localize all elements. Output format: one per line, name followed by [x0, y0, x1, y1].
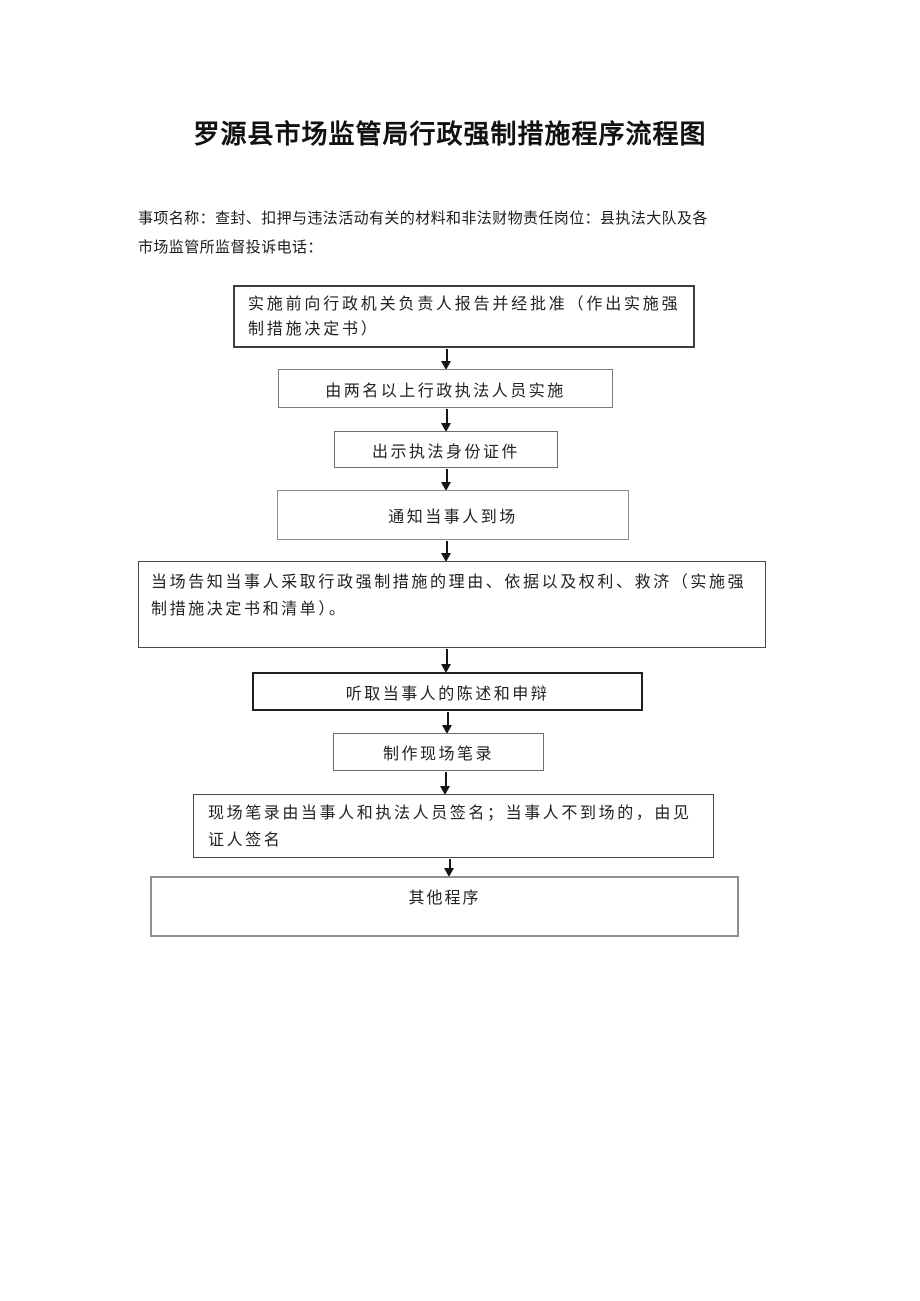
flow-arrow-down-icon: [441, 349, 452, 370]
arrow-shaft: [447, 712, 449, 727]
flow-arrow-down-icon: [441, 469, 452, 491]
arrow-head: [442, 725, 452, 734]
arrow-shaft: [446, 541, 448, 555]
flow-arrow-down-icon: [441, 541, 452, 562]
flow-arrow-down-icon: [441, 649, 452, 673]
arrow-shaft: [446, 349, 448, 363]
flow-step-show-credentials: 出示执法身份证件: [334, 431, 558, 468]
arrow-head: [444, 868, 454, 877]
arrow-head: [441, 664, 451, 673]
page-title: 罗源县市场监管局行政强制措施程序流程图: [193, 119, 707, 149]
flow-step-make-onsite-record: 制作现场笔录: [333, 733, 544, 771]
flow-arrow-down-icon: [442, 712, 453, 734]
flow-step-text-line: 制措施决定书）: [248, 321, 380, 338]
intro-paragraph: 事项名称：查封、扣押与违法活动有关的材料和非法财物责任岗位：县执法大队及各 市场…: [138, 205, 758, 263]
arrow-head: [441, 482, 451, 491]
flow-arrow-down-icon: [444, 859, 455, 877]
flow-step-text-line: 现场笔录由当事人和执法人员签名；当事人不到场的，由见: [208, 805, 692, 822]
flow-step-text-line: 其他程序: [408, 890, 481, 907]
flow-step-text-line: 制作现场笔录: [382, 746, 494, 763]
flow-step-report-and-approval: 实施前向行政机关负责人报告并经批准（作出实施强 制措施决定书）: [233, 285, 695, 348]
arrow-head: [440, 786, 450, 795]
arrow-shaft: [445, 772, 447, 788]
arrow-shaft: [446, 409, 448, 425]
flow-step-text-line: 制措施决定书和清单）。: [151, 601, 348, 618]
flow-arrow-down-icon: [441, 409, 452, 432]
flow-arrow-down-icon: [440, 772, 451, 795]
arrow-shaft: [446, 469, 448, 484]
flow-step-text-line: 实施前向行政机关负责人报告并经批准（作出实施强: [248, 296, 681, 313]
arrow-shaft: [446, 649, 448, 666]
flow-step-two-enforcement-officers: 由两名以上行政执法人员实施: [278, 369, 613, 408]
flow-step-other-procedures: 其他程序: [150, 876, 739, 937]
arrow-head: [441, 361, 451, 370]
flow-step-notify-party: 通知当事人到场: [277, 490, 629, 540]
flow-step-text-line: 通知当事人到场: [388, 509, 518, 526]
arrow-shaft: [449, 859, 451, 870]
flow-step-sign-record: 现场笔录由当事人和执法人员签名；当事人不到场的，由见 证人签名: [193, 794, 714, 858]
arrow-head: [441, 553, 451, 562]
intro-line: 市场监管所监督投诉电话：: [138, 240, 323, 256]
flow-step-text-line: 当场告知当事人采取行政强制措施的理由、依据以及权利、救济（实施强: [151, 574, 747, 591]
flow-step-text-line: 听取当事人的陈述和申辩: [345, 685, 550, 703]
flow-step-text-line: 出示执法身份证件: [371, 443, 520, 461]
flow-step-text-line: 由两名以上行政执法人员实施: [325, 382, 566, 400]
flow-step-text-line: 证人签名: [208, 832, 283, 849]
flow-step-inform-reasons-rights: 当场告知当事人采取行政强制措施的理由、依据以及权利、救济（实施强 制措施决定书和…: [138, 561, 766, 648]
flow-step-hear-statement-defense: 听取当事人的陈述和申辩: [252, 672, 643, 711]
arrow-head: [441, 423, 451, 432]
intro-line: 事项名称：查封、扣押与违法活动有关的材料和非法财物责任岗位：县执法大队及各: [138, 211, 708, 227]
